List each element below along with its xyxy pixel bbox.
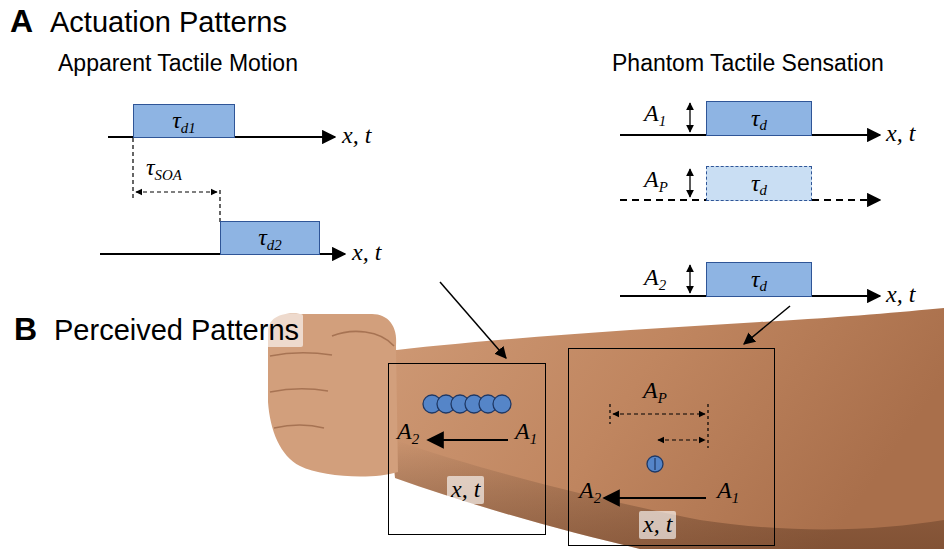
subscript: d: [760, 117, 767, 133]
section-heading: Actuation Patterns: [50, 6, 287, 39]
subscript: d2: [267, 237, 282, 253]
math-symbol: τ: [751, 266, 760, 292]
math-symbol: τ: [258, 224, 267, 250]
subscript: 1: [732, 490, 739, 506]
math-symbol: A: [579, 477, 594, 503]
amplitude-label: AP: [644, 166, 668, 194]
subscript: 2: [412, 431, 419, 447]
subheading: Apparent Tactile Motion: [58, 50, 298, 76]
section-heading: Perceived Patterns: [50, 314, 303, 347]
math-symbol: A: [644, 166, 659, 192]
pointer-arrow: [440, 282, 506, 358]
subscript: d1: [181, 120, 196, 136]
subscript: 2: [659, 277, 666, 293]
amplitude-arrow: [689, 265, 690, 293]
thumb-edge: [332, 331, 394, 346]
motion-dots: [423, 395, 511, 413]
panel-letter: B: [10, 311, 41, 348]
forearm: [380, 308, 944, 549]
finger-crease: [274, 425, 324, 428]
amplitude-label: A1: [644, 100, 666, 128]
subscript: d: [760, 278, 767, 294]
math-symbol: A: [717, 477, 732, 503]
duration-label: τd2: [258, 224, 281, 252]
amplitude-arrow: [689, 103, 690, 132]
math-symbol: A: [644, 100, 659, 126]
onset-marker: [132, 138, 133, 198]
math-symbol: τ: [751, 170, 760, 196]
math-symbol: τ: [172, 107, 181, 133]
amplitude-label: A2: [644, 264, 666, 292]
finger-crease: [270, 389, 328, 392]
pulse-block: τd1: [133, 104, 235, 138]
forearm-shadow: [395, 440, 944, 549]
subscript: 1: [659, 113, 666, 129]
axis-label: x, t: [886, 120, 915, 148]
duration-label: τd: [751, 266, 767, 294]
amplitude-arrow: [689, 169, 690, 197]
forearm-picture: [268, 308, 944, 549]
pulse-block: τd2: [220, 221, 320, 255]
phantom-dot-mark: [654, 458, 655, 470]
math-symbol: τ: [751, 105, 760, 131]
subheading: Phantom Tactile Sensation: [612, 50, 884, 76]
position-tick: [707, 404, 708, 448]
phantom-pulse-block: τd: [706, 166, 812, 201]
axis-label: x, t: [342, 122, 371, 150]
math-symbol: τ: [146, 154, 155, 180]
phantom-dot: [647, 456, 663, 472]
perception-inset: APA2A1x, t: [568, 348, 775, 546]
subscript: P: [659, 179, 668, 195]
onset-marker: [219, 190, 220, 222]
pulse-block: τd: [706, 101, 812, 136]
pulse-block: τd: [706, 262, 812, 297]
amplitude-label: A1: [515, 418, 537, 446]
duration-label: τd: [751, 170, 767, 198]
direction-arrow: [428, 439, 508, 441]
axis-label: x, t: [886, 281, 915, 309]
math-symbol: A: [644, 264, 659, 290]
math-symbol: A: [397, 418, 412, 444]
axis-label: x, t: [447, 476, 484, 504]
subscript: d: [760, 182, 767, 198]
math-symbol: A: [643, 377, 658, 403]
amplitude-label: A1: [717, 477, 739, 505]
axis-label: x, t: [352, 239, 381, 267]
axis-label: x, t: [639, 511, 676, 539]
duration-label: τd1: [172, 107, 195, 135]
amplitude-label: A2: [397, 418, 419, 446]
subscript: 1: [530, 431, 537, 447]
soa-arrow: [136, 191, 217, 192]
pointer-arrow: [744, 306, 790, 344]
amplitude-label: AP: [643, 377, 667, 405]
subscript: 2: [594, 490, 601, 506]
position-tick: [609, 404, 610, 424]
amplitude-label: A2: [579, 477, 601, 505]
span-arrow: [613, 413, 705, 414]
finger-crease: [270, 353, 332, 356]
duration-label: τd: [751, 105, 767, 133]
subscript: SOA: [155, 167, 182, 183]
panel-letter: A: [10, 3, 33, 40]
direction-arrow: [604, 497, 706, 499]
math-symbol: A: [515, 418, 530, 444]
tactile-dot: [493, 395, 511, 413]
subscript: P: [658, 390, 667, 406]
offset-arrow: [658, 439, 705, 440]
perception-inset: A2A1x, t: [388, 363, 546, 535]
interval-label: τSOA: [146, 154, 182, 182]
